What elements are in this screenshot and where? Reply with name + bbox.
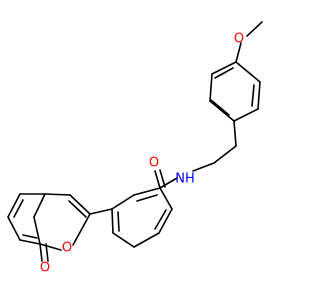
methoxyphenyl-ring: [209, 61, 261, 122]
amide-bond: [154, 169, 178, 189]
molecule-structure: O NH O O O: [7, 21, 263, 276]
methoxy-group: [235, 21, 263, 63]
atom-o-amide: O: [149, 156, 159, 171]
molecule-canvas: O NH O O O: [7, 21, 263, 276]
isochromenone-system: [7, 193, 91, 262]
methylene-bridge: [89, 208, 113, 215]
atom-o-ring: O: [62, 241, 72, 256]
atom-o-lactone: O: [40, 261, 50, 276]
ethyl-linker: [192, 120, 237, 172]
atom-o-methoxy: O: [234, 32, 244, 47]
atom-nh-amide: NH: [175, 172, 195, 187]
benzamide-ring: [111, 187, 173, 248]
